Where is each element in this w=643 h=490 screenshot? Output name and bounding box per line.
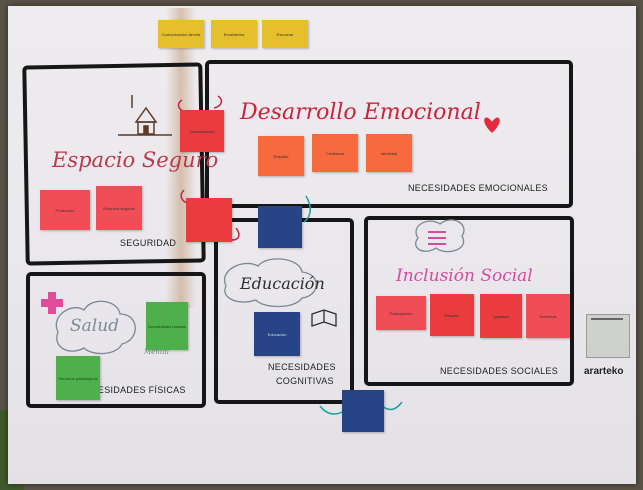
heart-icon (484, 117, 500, 133)
list-icon (428, 231, 446, 245)
emocionales-title: Desarrollo Emocional (240, 100, 481, 125)
fisicas-subtitle: Mental (144, 348, 170, 356)
sticky-note-top-3: Escuchar (262, 20, 308, 48)
fisicas-label: NECESIDADES FÍSICAS (78, 385, 186, 395)
sticky-note-social-3: Igualdad (480, 294, 522, 338)
sticky-note-social-2: Respeto (430, 294, 474, 336)
cognitivas-title: Educación (240, 274, 325, 293)
fisicas-title: Salud (70, 316, 120, 336)
health-cross-icon (41, 292, 63, 314)
sticky-note-emocional-2: Confianza (312, 134, 358, 172)
sticky-note-seguridad-1: Protección (40, 190, 90, 230)
sociales-title: Inclusión Social (396, 266, 533, 286)
sticky-note-connector-2 (186, 198, 232, 242)
sociales-label: NECESIDADES SOCIALES (440, 366, 559, 376)
sticky-note-social-1: Participación (376, 296, 426, 330)
sticky-note-blue-1 (258, 206, 302, 248)
seguridad-title: Espacio Seguro (52, 148, 219, 172)
seguridad-label: SEGURIDAD (120, 238, 177, 248)
house-icon (118, 95, 172, 136)
sticky-note-seguridad-2: Entornos seguros (96, 186, 142, 230)
sticky-note-top-2: Ecosistema (211, 20, 257, 48)
fisicas-box (26, 272, 206, 408)
document-thumbnail-icon (586, 314, 630, 358)
ararteko-logo: ararteko (584, 366, 624, 377)
sociales-box (364, 216, 574, 386)
sticky-note-emocional-3: Identidad (366, 134, 412, 172)
sticky-note-emocional-1: Empatía (258, 136, 304, 176)
wooden-pole (166, 8, 196, 308)
sticky-note-social-4: Derechos (526, 294, 570, 338)
emocionales-label: NECESIDADES EMOCIONALES (408, 183, 548, 193)
sticky-note-fisica-1: Necesidades básicas (146, 302, 188, 350)
sticky-note-blue-2 (342, 390, 384, 432)
cloud-sketch-icon (55, 219, 465, 355)
sticky-note-fisica-2: Servicios psicológicos (56, 356, 100, 400)
book-icon (311, 309, 337, 327)
sticky-note-educacion-1: Educación (254, 312, 300, 356)
sticky-note-connector-1: Comunicación (180, 110, 224, 152)
sticky-note-top-1: Comunicación directa (158, 20, 204, 48)
cognitivas-label-line1: NECESIDADES (268, 362, 336, 372)
cognitivas-label-line2: COGNITIVAS (276, 376, 334, 386)
